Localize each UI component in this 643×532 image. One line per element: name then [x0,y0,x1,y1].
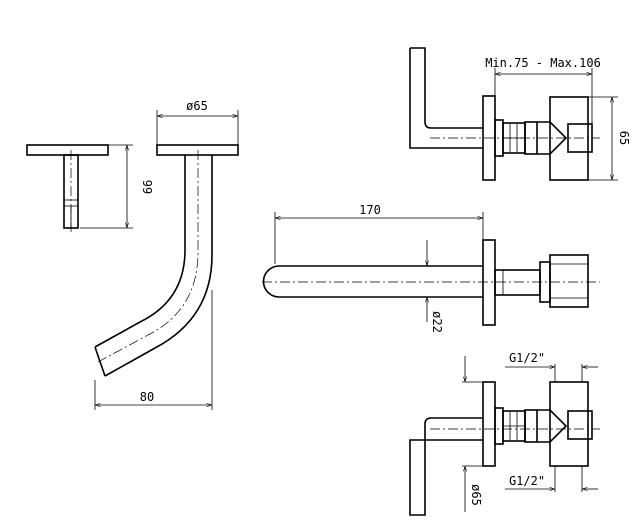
dim-flange-diameter-bottom: ø65 [469,484,483,506]
dim-80: 80 [140,390,154,404]
curved-spout-view: ø65 80 [94,99,239,410]
bottom-valve-view: G1/2" G1/2" ø65 [409,351,600,516]
dim-99: 99 [140,180,154,194]
dim-wall-depth: Min.75 - Max.106 [485,56,601,70]
top-valve-view: Min.75 - Max.106 65 [409,47,631,181]
dim-flange-diameter: ø65 [186,99,208,113]
dim-65: 65 [617,131,631,145]
dim-170: 170 [359,203,381,217]
dim-thread-bottom: G1/2" [509,474,545,488]
dim-spout-diameter: ø22 [430,311,444,333]
straight-spout-view: 170 ø22 [262,203,600,333]
side-view-stem: 99 [26,144,154,232]
dim-thread-top: G1/2" [509,351,545,365]
